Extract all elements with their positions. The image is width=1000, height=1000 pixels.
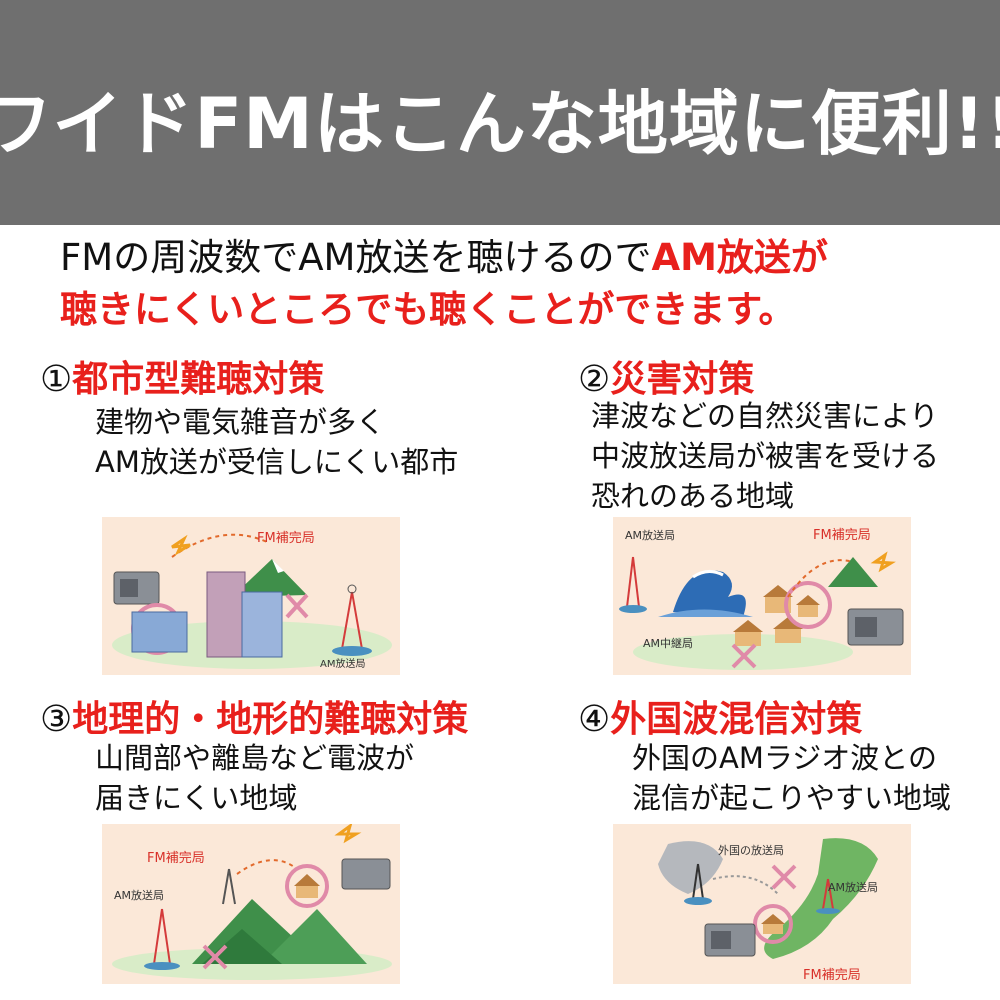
cross-icon bbox=[731, 643, 757, 669]
section-3-description: 山間部や離島など電波が 届きにくい地域 bbox=[95, 738, 414, 818]
antenna-icon bbox=[619, 605, 647, 613]
fm-station-label: FM補完局 bbox=[257, 531, 315, 546]
section-1-title: ①都市型難聴対策 bbox=[40, 350, 324, 402]
section-4-desc-line: 外国のAMラジオ波との bbox=[632, 741, 937, 775]
cross-icon bbox=[771, 864, 797, 890]
section-2-title: ②災害対策 bbox=[578, 350, 754, 402]
lightning-icon bbox=[171, 534, 191, 556]
fm-station-label: FM補完局 bbox=[147, 851, 205, 866]
section-1-desc-line: 建物や電気雑音が多く bbox=[95, 405, 386, 439]
building-icon bbox=[241, 591, 283, 658]
antenna-icon bbox=[332, 646, 372, 656]
section-4-desc-line: 混信が起こりやすい地域 bbox=[632, 781, 952, 815]
foreign-station-label: 外国の放送局 bbox=[718, 843, 784, 857]
section-1-heading: 都市型難聴対策 bbox=[72, 359, 325, 400]
house-icon bbox=[735, 632, 761, 646]
am-station-label: AM放送局 bbox=[625, 528, 675, 542]
section-1-illustration: FM補完局 AM放送局 bbox=[102, 517, 400, 675]
wave-icon bbox=[673, 570, 746, 617]
section-3-illustration: FM補完局 AM放送局 bbox=[102, 824, 400, 984]
house-icon bbox=[763, 924, 783, 934]
section-2-description: 津波などの自然災害により 中波放送局が被害を受ける 恐れのある地域 bbox=[591, 396, 939, 516]
am-station-label: AM放送局 bbox=[320, 657, 365, 670]
am-station-label: AM放送局 bbox=[114, 888, 164, 902]
section-3-heading: 地理的・地形的難聴対策 bbox=[72, 699, 469, 740]
antenna-icon bbox=[144, 962, 180, 970]
section-3-desc-line: 届きにくい地域 bbox=[95, 781, 298, 815]
intro-line-1: FMの周波数でAM放送を聴けるのでAM放送が bbox=[60, 232, 960, 284]
city-illustration: FM補完局 AM放送局 bbox=[112, 531, 392, 670]
intro-line-1-black: FMの周波数でAM放送を聴けるので bbox=[60, 236, 652, 279]
cross-icon bbox=[285, 593, 309, 619]
japan-map-icon bbox=[764, 838, 878, 959]
section-3-title: ③地理的・地形的難聴対策 bbox=[40, 690, 468, 742]
section-4-title: ④外国波混信対策 bbox=[578, 690, 862, 742]
interference-illustration: 外国の放送局 AM放送局 FM補完局 bbox=[658, 838, 878, 983]
building-icon bbox=[206, 571, 246, 658]
mountain-icon bbox=[262, 909, 367, 964]
am-station-label: AM放送局 bbox=[828, 880, 878, 894]
terrain-illustration: FM補完局 AM放送局 bbox=[112, 824, 392, 980]
section-2-number: ② bbox=[578, 359, 611, 400]
intro-line-2: 聴きにくいところでも聴くことができます。 bbox=[60, 288, 796, 331]
mountain-icon bbox=[828, 557, 878, 587]
section-2-illustration: AM放送局 FM補完局 AM中継局 bbox=[613, 517, 911, 675]
fm-station-label: FM補完局 bbox=[813, 528, 871, 543]
lightning-icon bbox=[870, 551, 896, 573]
radio-icon bbox=[341, 858, 391, 890]
check-circle-icon bbox=[784, 581, 832, 629]
section-1-description: 建物や電気雑音が多く AM放送が受信しにくい都市 bbox=[95, 402, 458, 482]
am-relay-label: AM中継局 bbox=[643, 636, 693, 650]
section-2-desc-line: 津波などの自然災害により bbox=[591, 399, 939, 433]
section-4-description: 外国のAMラジオ波との 混信が起こりやすい地域 bbox=[632, 738, 951, 818]
section-2-desc-line: 恐れのある地域 bbox=[591, 479, 795, 513]
intro-text: FMの周波数でAM放送を聴けるのでAM放送が 聴きにくいところでも聴くことができ… bbox=[60, 232, 960, 336]
page-title: ワイドFMはこんな地域に便利!! bbox=[0, 83, 1000, 165]
section-1-number: ① bbox=[40, 359, 73, 400]
lightning-icon bbox=[334, 824, 362, 844]
section-4-heading: 外国波混信対策 bbox=[610, 699, 863, 740]
section-2-desc-line: 中波放送局が被害を受ける bbox=[591, 439, 940, 473]
section-3-desc-line: 山間部や離島など電波が bbox=[95, 741, 415, 775]
foreign-land-icon bbox=[658, 841, 723, 894]
check-circle-icon bbox=[285, 864, 329, 908]
disaster-illustration: AM放送局 FM補完局 AM中継局 bbox=[619, 528, 904, 670]
section-3-number: ③ bbox=[40, 699, 73, 740]
section-2-heading: 災害対策 bbox=[610, 359, 755, 400]
section-4-illustration: 外国の放送局 AM放送局 FM補完局 bbox=[613, 824, 911, 984]
check-circle-icon bbox=[753, 904, 793, 944]
antenna-icon bbox=[684, 897, 712, 905]
cross-icon bbox=[202, 944, 228, 970]
mountain-icon bbox=[232, 559, 307, 597]
intro-line-1-red: AM放送が bbox=[651, 236, 828, 279]
fm-station-label: FM補完局 bbox=[803, 968, 861, 983]
house-icon bbox=[775, 629, 801, 643]
header-banner: ワイドFMはこんな地域に便利!! bbox=[0, 0, 1000, 225]
section-1-desc-line: AM放送が受信しにくい都市 bbox=[95, 445, 459, 479]
house-icon bbox=[296, 886, 318, 898]
section-4-number: ④ bbox=[578, 699, 611, 740]
